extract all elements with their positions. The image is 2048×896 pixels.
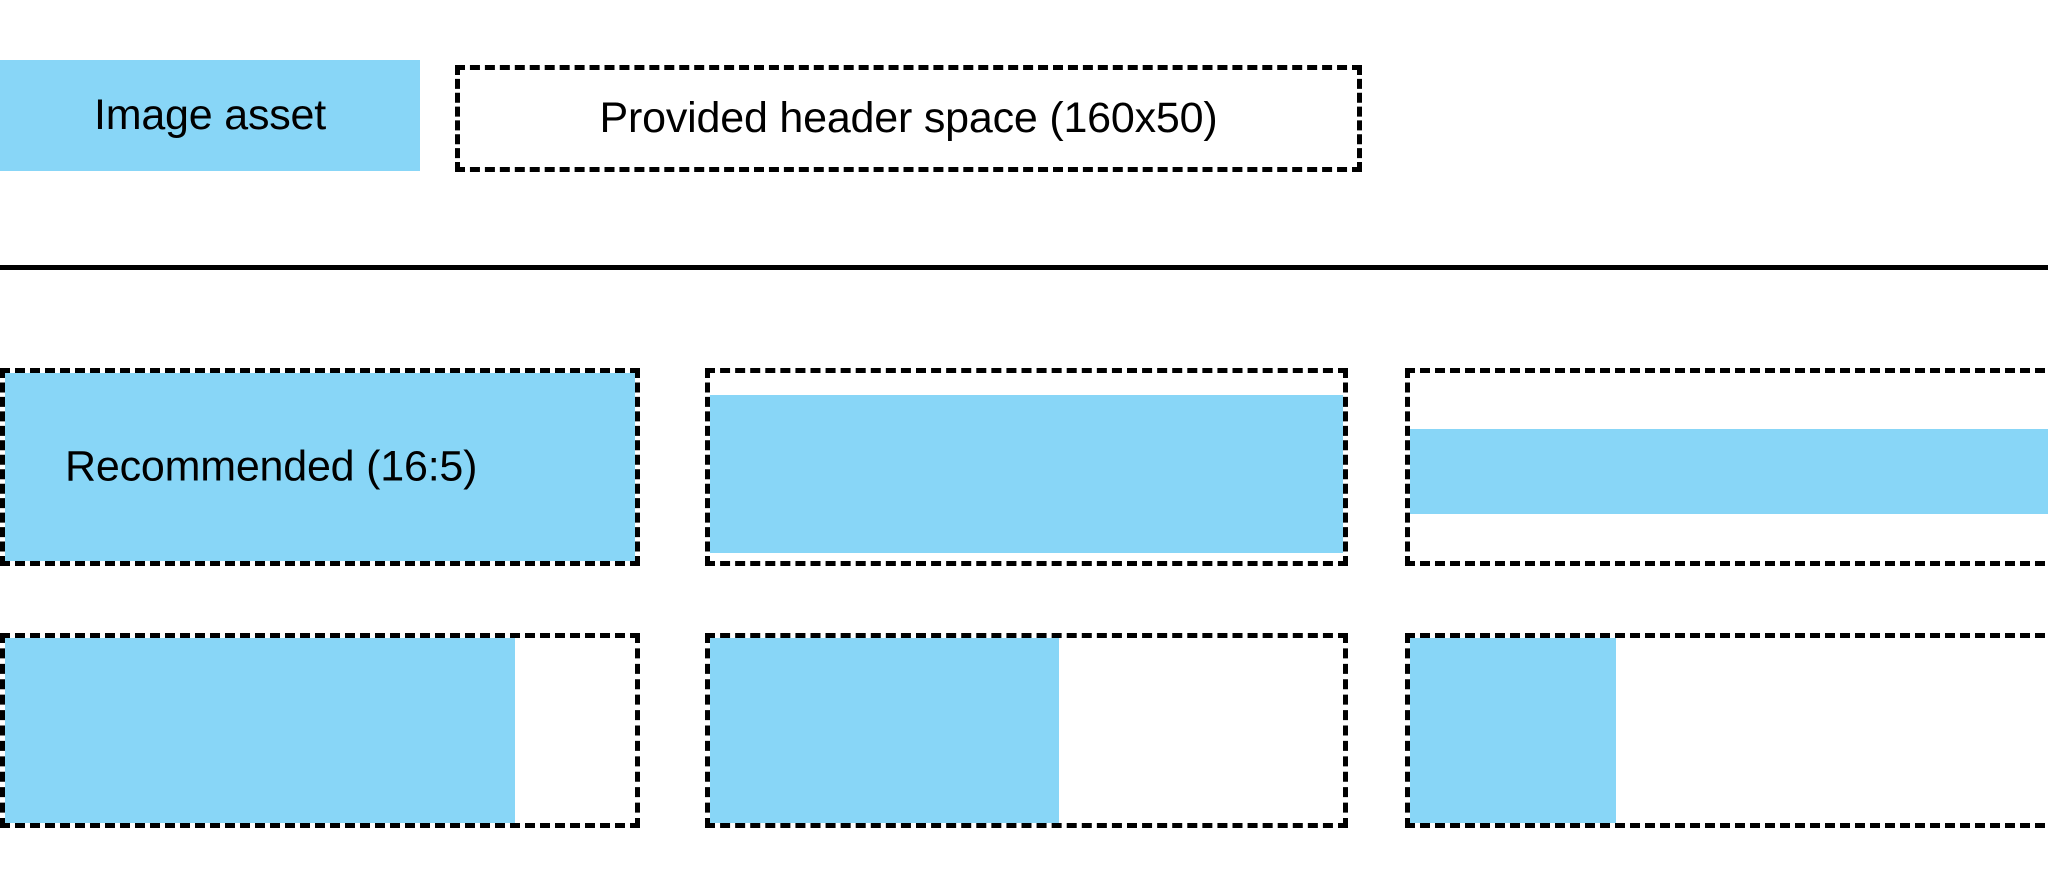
example-row-two: [0, 633, 2048, 828]
legend-image-asset-swatch: Image asset: [0, 60, 420, 171]
example-cell-band: [1405, 368, 2048, 566]
section-divider: [0, 265, 2048, 270]
image-asset-fill-narrow: [1410, 638, 1616, 823]
image-asset-fill-inset: [710, 395, 1343, 553]
example-cell-wide-partial: [0, 633, 640, 828]
recommended-ratio-label: Recommended (16:5): [65, 442, 478, 491]
example-cell-half-partial: [705, 633, 1348, 828]
image-asset-fill-band: [1410, 429, 2048, 514]
legend-image-asset-label: Image asset: [93, 91, 327, 139]
image-asset-fill-half: [710, 638, 1060, 823]
image-asset-fill-wide: [5, 638, 516, 823]
example-cell-inset-vertical: [705, 368, 1348, 566]
legend-provided-header-space-box: Provided header space (160x50): [455, 65, 1362, 172]
example-row-one: Recommended (16:5): [0, 368, 2048, 566]
example-cell-recommended: Recommended (16:5): [0, 368, 640, 566]
legend-provided-header-space-label: Provided header space (160x50): [599, 94, 1218, 142]
example-cell-narrow-partial: [1405, 633, 2048, 828]
image-asset-fill-full: [5, 373, 635, 561]
